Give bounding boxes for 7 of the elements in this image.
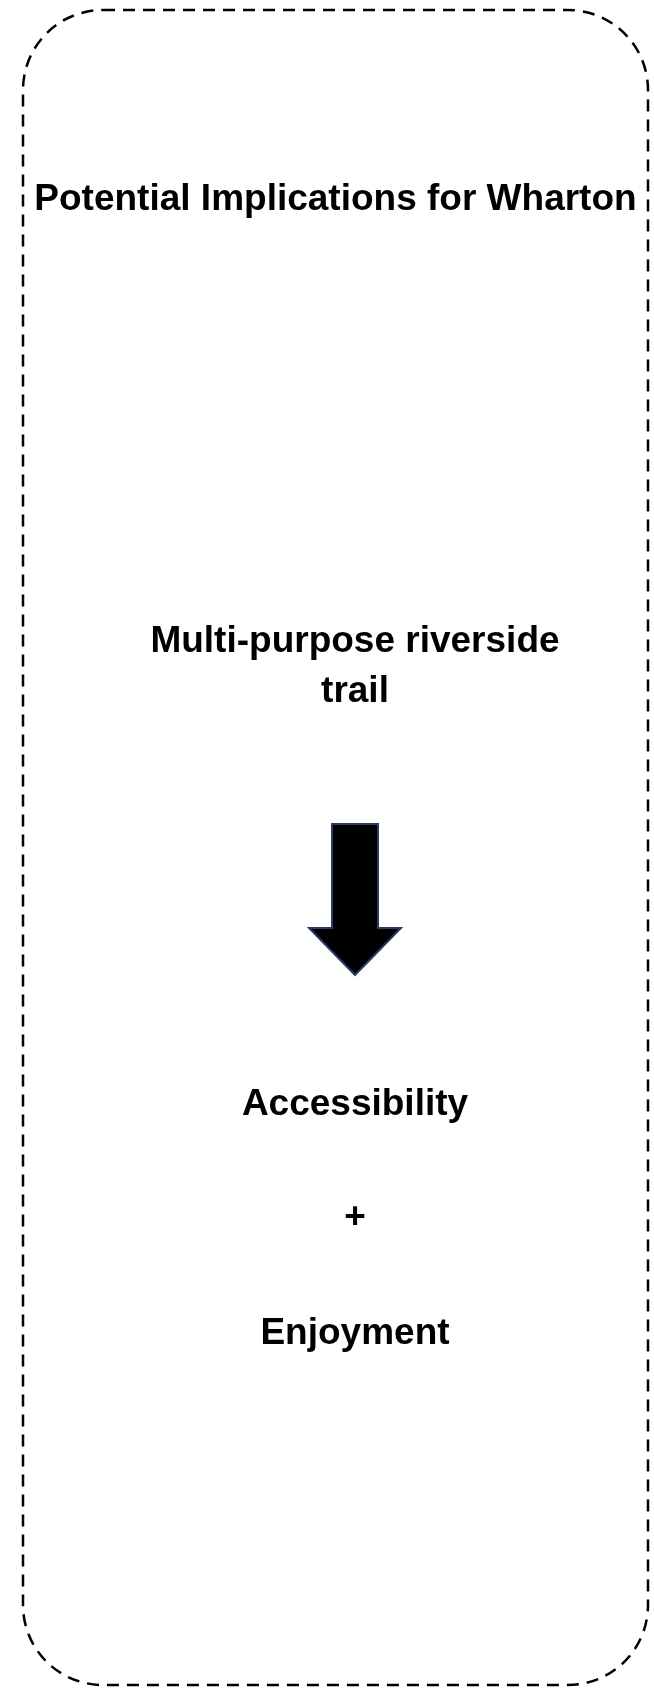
node-text: + [343, 1194, 367, 1238]
dashed-frame [22, 9, 649, 1686]
node-text: Multi-purpose riverside trail [149, 618, 561, 712]
node-text: Accessibility [240, 1081, 470, 1125]
block-arrow [306, 823, 404, 977]
frame-heading: Potential Implications for Wharton [33, 176, 638, 220]
node-text: Enjoyment [259, 1310, 451, 1354]
